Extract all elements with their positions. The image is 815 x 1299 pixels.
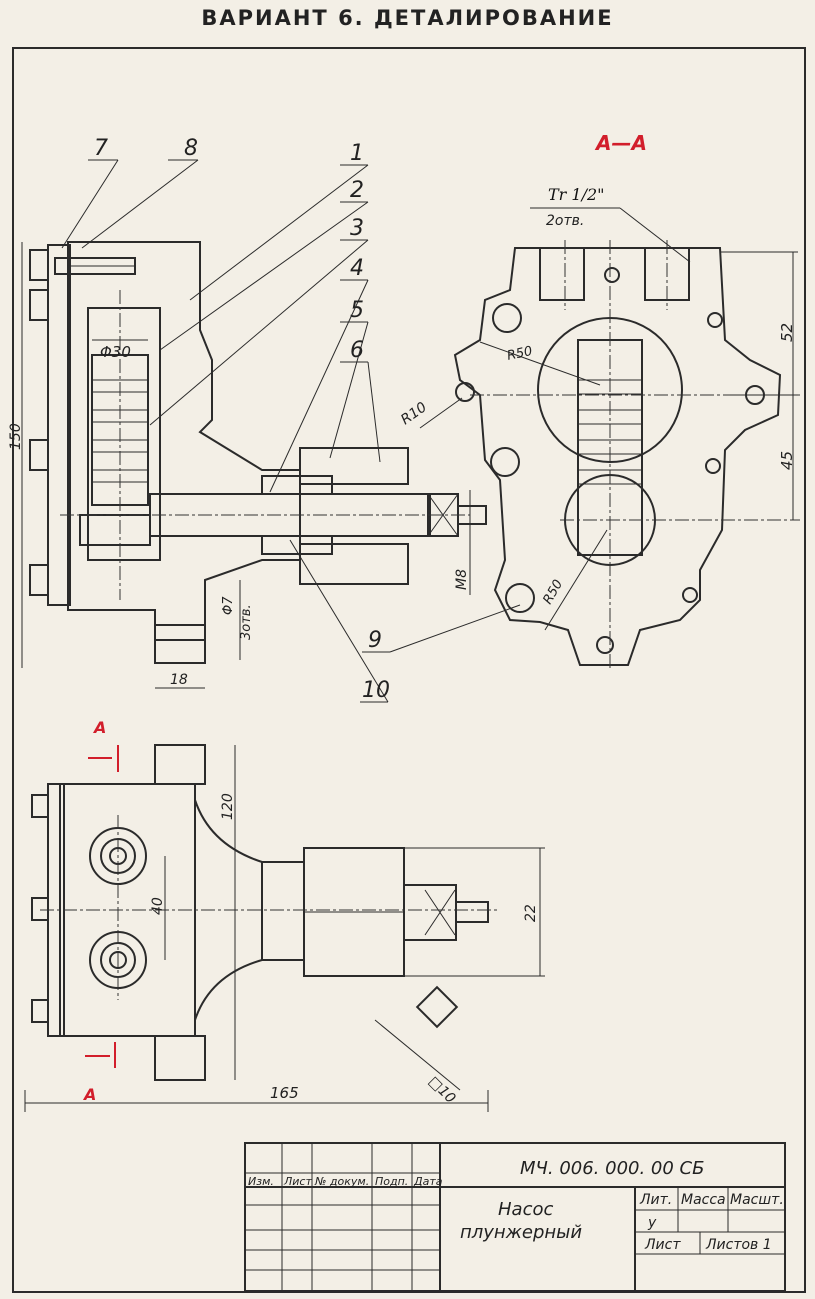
col-ndoc: № докум. [314,1175,369,1188]
col-podp: Подп. [375,1175,408,1188]
list-label: Лист [644,1237,681,1253]
callout-2: 2 [350,178,364,203]
callout-9: 9 [368,628,382,653]
callout-10: 10 [362,678,390,703]
dim-tr: Tr 1/2" [548,185,605,204]
callout-7: 7 [94,136,108,161]
sheet-frame [12,47,806,1293]
main-section-view: Φ30 150 18 Φ7 3отв. М8 7 [8,136,521,703]
col-izm: Изм. [248,1175,274,1188]
doc-number: МЧ. 006. 000. 00 СБ [520,1158,704,1179]
gland-nut [299,447,409,485]
cut-mark-top: А [92,718,106,737]
col-data: Дата [413,1175,443,1188]
callout-5: 5 [350,298,364,323]
dim-tr-count: 2отв. [546,213,584,229]
dim-52: 52 [778,323,796,342]
lit-label: Лит. [639,1192,672,1208]
massa-label: Масса [681,1192,726,1208]
callout-1: 1 [350,141,364,166]
callout-4: 4 [350,256,364,281]
section-label: А—А [594,131,647,155]
dim-45: 45 [778,451,796,470]
dim-m8: М8 [454,569,470,590]
cover-plate [47,244,71,606]
dim-d30: Φ30 [100,343,131,361]
cut-mark-bottom: А [82,1085,96,1104]
square-detail [415,985,459,1029]
product-name-line2: плунжерный [460,1222,582,1243]
pump-body [67,241,301,641]
section-body [453,247,782,666]
dim-r50-top: R50 [506,344,534,364]
product-name-line1: Насос [498,1199,553,1220]
dim-40: 40 [150,897,166,915]
listov-label: Листов 1 [705,1237,772,1253]
dim-sq10: □10 [425,1074,458,1107]
lit-value: у [647,1215,657,1231]
dim-165: 165 [270,1084,299,1102]
page-title: ВАРИАНТ 6. ДЕТАЛИРОВАНИЕ [201,6,614,30]
callout-8: 8 [184,136,198,161]
col-list: Лист [283,1175,312,1188]
top-view: А А 120 40 22 [24,718,545,1112]
packing [261,475,333,495]
dim-120: 120 [220,793,236,820]
callout-3: 3 [350,216,364,241]
dim-hole: Φ7 [221,596,236,615]
dim-hole-count: 3отв. [239,604,254,640]
dim-150: 150 [8,423,24,450]
title-block: Изм. Лист № докум. Подп. Дата МЧ. 006. 0… [244,1142,786,1292]
dim-18: 18 [170,672,188,688]
callout-6: 6 [350,338,364,363]
masht-label: Масшт. [730,1192,784,1208]
dim-22: 22 [523,904,539,922]
